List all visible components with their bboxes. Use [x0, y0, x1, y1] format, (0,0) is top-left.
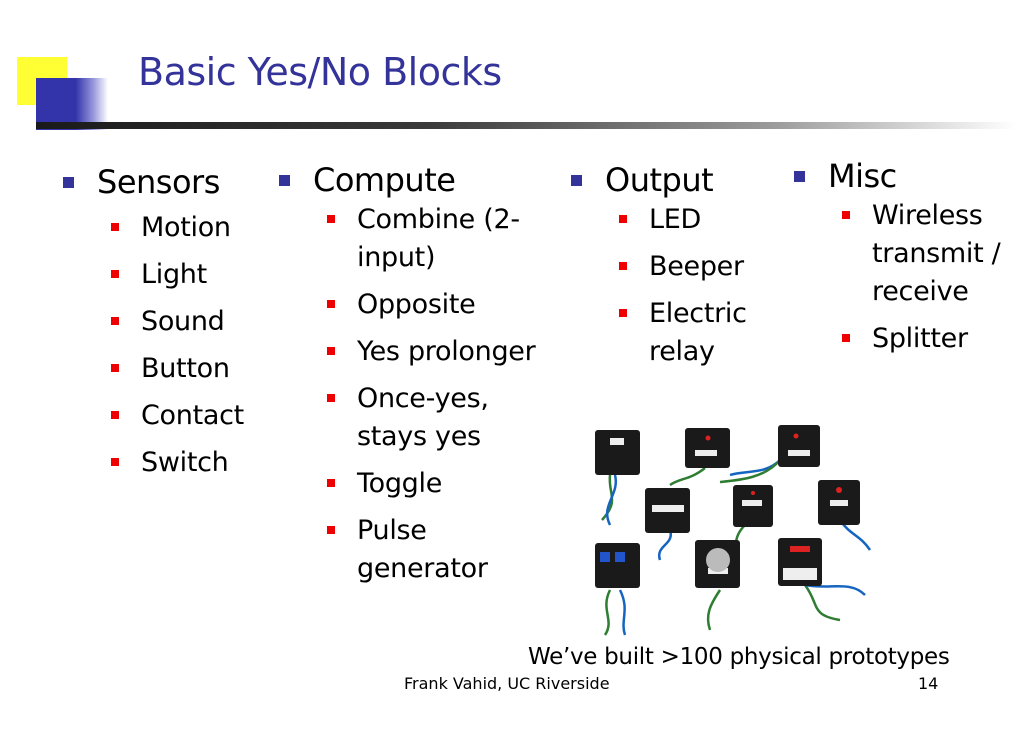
square-bullet-icon	[111, 270, 119, 278]
square-bullet-icon	[619, 215, 627, 223]
square-bullet-icon	[327, 394, 335, 402]
column-heading: Misc	[794, 157, 1018, 195]
square-bullet-icon	[279, 175, 290, 186]
list-item: Combine (2-input)	[327, 201, 557, 277]
footer-author: Frank Vahid, UC Riverside	[404, 674, 610, 693]
list-item: Pulse generator	[327, 512, 507, 588]
square-bullet-icon	[327, 526, 335, 534]
prototype-blocks-photo	[595, 425, 872, 636]
column-output: Output LED Beeper Electric relay	[571, 161, 775, 380]
list-item: LED	[619, 201, 769, 239]
square-bullet-icon	[327, 300, 335, 308]
slide-title: Basic Yes/No Blocks	[138, 50, 502, 94]
square-bullet-icon	[111, 458, 119, 466]
square-bullet-icon	[327, 347, 335, 355]
list-item: Motion	[111, 209, 267, 247]
square-bullet-icon	[111, 364, 119, 372]
photo-caption: We’ve built >100 physical prototypes	[528, 644, 950, 670]
square-bullet-icon	[111, 223, 119, 231]
column-heading: Output	[571, 161, 775, 199]
list-item: Wireless transmit / receive	[842, 197, 1022, 311]
list-item: Switch	[111, 444, 267, 482]
list-item: Contact	[111, 397, 267, 435]
list-item: Once-yes, stays yes	[327, 380, 507, 456]
title-divider	[36, 122, 1016, 129]
list-item: Sound	[111, 303, 267, 341]
square-bullet-icon	[619, 262, 627, 270]
square-bullet-icon	[571, 175, 582, 186]
list-item: Beeper	[619, 248, 769, 286]
column-misc: Misc Wireless transmit / receive Splitte…	[794, 157, 1018, 367]
list-item: Toggle	[327, 465, 557, 503]
column-compute: Compute Combine (2-input) Opposite Yes p…	[279, 161, 553, 597]
list-item: Opposite	[327, 286, 557, 324]
square-bullet-icon	[111, 411, 119, 419]
decorative-blue-square	[36, 78, 108, 130]
square-bullet-icon	[842, 211, 850, 219]
column-heading: Compute	[279, 161, 553, 199]
column-sensors: Sensors Motion Light Sound Button Contac…	[63, 163, 267, 491]
column-heading: Sensors	[63, 163, 267, 201]
square-bullet-icon	[842, 334, 850, 342]
list-item: Splitter	[842, 320, 1022, 358]
list-item: Yes prolonger	[327, 333, 557, 371]
list-item: Button	[111, 350, 267, 388]
square-bullet-icon	[63, 177, 74, 188]
list-item: Electric relay	[619, 295, 769, 371]
list-item: Light	[111, 256, 267, 294]
square-bullet-icon	[619, 309, 627, 317]
square-bullet-icon	[327, 479, 335, 487]
square-bullet-icon	[327, 215, 335, 223]
square-bullet-icon	[794, 171, 805, 182]
square-bullet-icon	[111, 317, 119, 325]
page-number: 14	[918, 674, 939, 693]
